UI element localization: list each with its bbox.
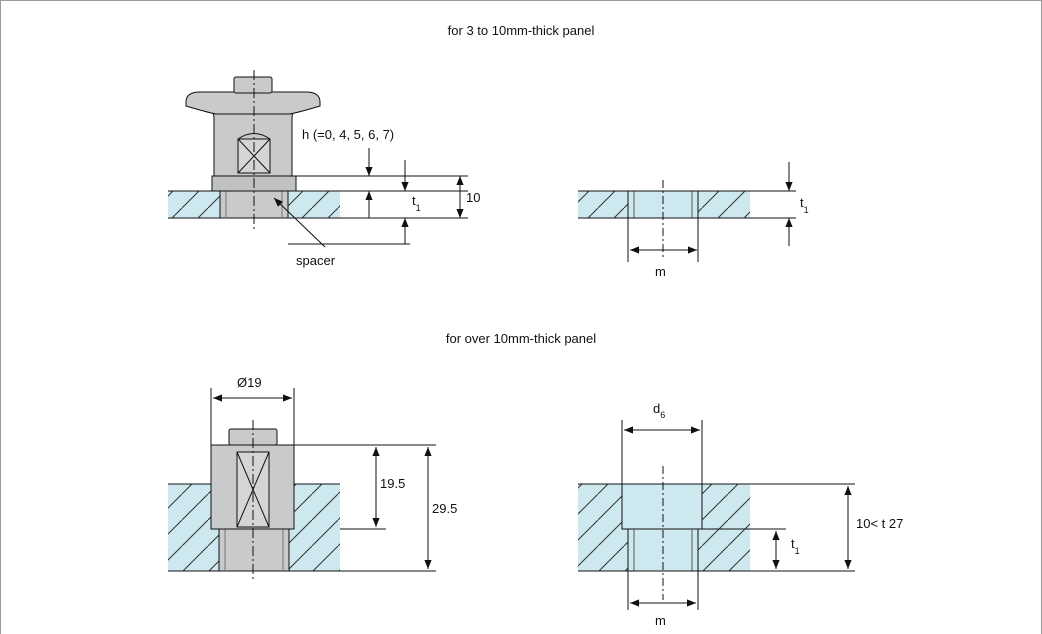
- t1-bottom-label: t1: [791, 536, 800, 556]
- top-left-dimensions: [273, 148, 468, 248]
- m-top-label: m: [655, 264, 666, 279]
- top-fastener: [185, 70, 321, 232]
- top-section-title: for 3 to 10mm-thick panel: [448, 23, 595, 38]
- dim-29-5-label: 29.5: [432, 501, 457, 516]
- dim-19-5-label: 19.5: [380, 476, 405, 491]
- d6-label: d6: [653, 401, 665, 420]
- range-label: 10< t 27: [856, 516, 903, 531]
- bottom-left-dimensions: [210, 388, 436, 569]
- top-left-panel: [168, 190, 468, 219]
- t1-top-right-label: t1: [800, 195, 809, 215]
- t1-top-label: t1: [412, 193, 421, 213]
- bottom-right-panel: [578, 420, 855, 610]
- m-bottom-label: m: [655, 613, 666, 628]
- dia-19-label: Ø19: [237, 375, 262, 390]
- bottom-fastener: [210, 420, 295, 580]
- top-right-panel: [578, 162, 796, 262]
- spacer-label: spacer: [296, 253, 336, 268]
- h-label: h (=0, 4, 5, 6, 7): [302, 127, 394, 142]
- ten-label: 10: [466, 190, 480, 205]
- bottom-left-panel: [168, 483, 436, 572]
- bottom-section-title: for over 10mm-thick panel: [446, 331, 596, 346]
